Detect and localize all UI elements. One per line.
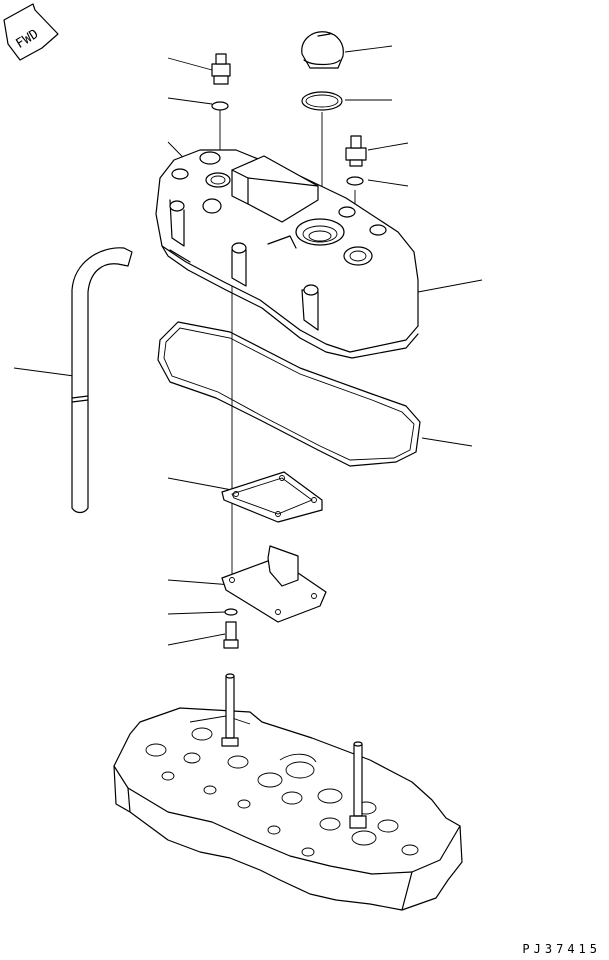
- washer-top-left: [211, 101, 229, 111]
- breather-gasket: [221, 471, 323, 523]
- cover-gasket: [157, 321, 421, 467]
- lock-washer: [224, 608, 238, 616]
- oil-filler-cap: [301, 31, 344, 69]
- bolt-right: [345, 135, 367, 167]
- diagram-code: PJ37415: [522, 942, 601, 956]
- cylinder-head: [113, 707, 463, 911]
- head-studs: [221, 673, 367, 829]
- washer-right: [346, 176, 364, 186]
- cylinder-head-cover: [155, 149, 419, 359]
- fwd-label: FWD: [13, 27, 41, 52]
- fwd-arrow-icon: FWD: [3, 3, 59, 61]
- leader-lines: [13, 45, 483, 646]
- baffle-plate: [221, 545, 327, 623]
- breather-hose: [71, 247, 133, 514]
- bolt-top-left: [211, 53, 231, 85]
- bolt-baffle: [223, 621, 239, 649]
